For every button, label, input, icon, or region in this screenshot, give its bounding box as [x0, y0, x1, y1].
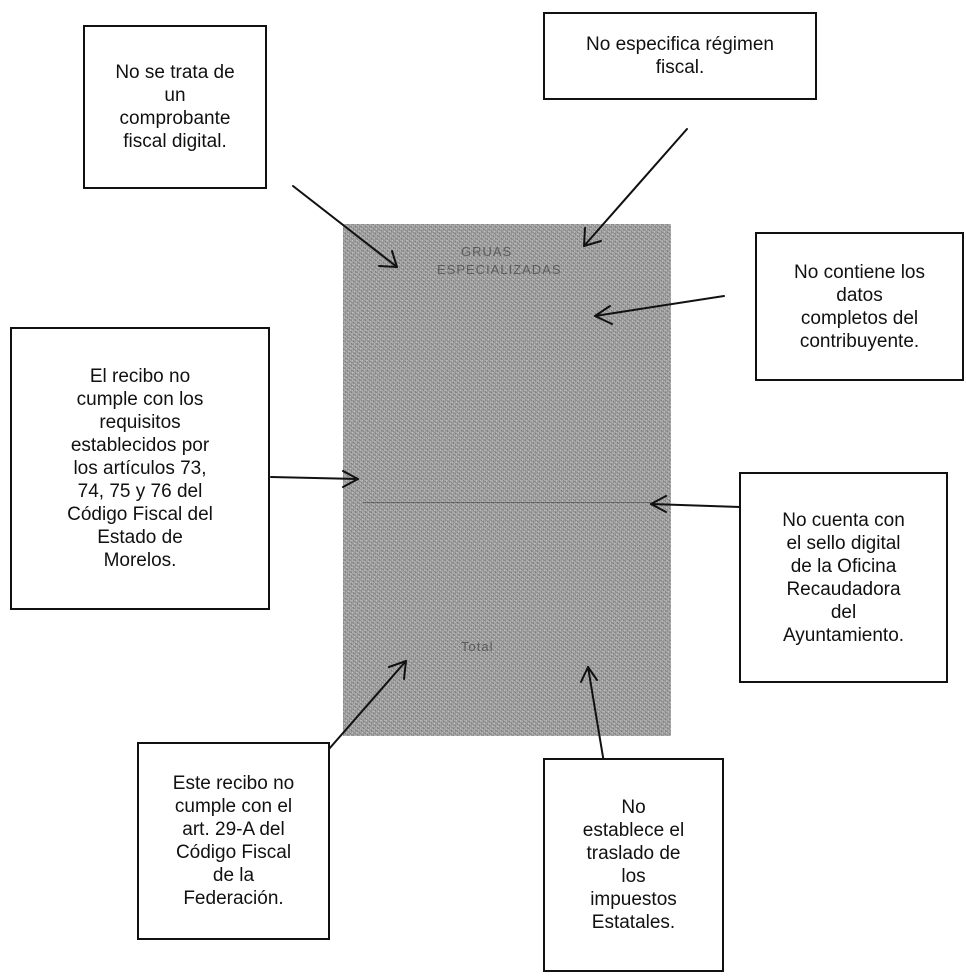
- note-bottom-right: No establece el traslado de los impuesto…: [543, 758, 724, 972]
- arrow-right-lower: [650, 503, 741, 508]
- note-bottom-right-text: No establece el traslado de los impuesto…: [582, 797, 685, 933]
- arrowhead-top-left: [378, 250, 398, 268]
- receipt-image: GRUAS ESPECIALIZADAS Total: [343, 224, 671, 736]
- arrow-right-upper: [594, 295, 725, 317]
- note-top-left-text: No se trata de un comprobante fiscal dig…: [115, 62, 235, 152]
- receipt-header-line-2: ESPECIALIZADAS: [437, 262, 562, 277]
- arrowhead-bottom-right: [580, 666, 598, 683]
- arrowhead-right-lower: [650, 495, 667, 513]
- arrow-bottom-right: [587, 666, 605, 764]
- arrowhead-left: [342, 470, 359, 488]
- receipt-total-label: Total: [461, 639, 494, 654]
- arrowhead-bottom-left: [388, 660, 407, 680]
- note-bottom-left-text: Este recibo no cumple con el art. 29-A d…: [172, 773, 295, 909]
- arrow-top-right: [583, 128, 688, 247]
- note-left: El recibo no cumple con los requisitos e…: [10, 327, 270, 610]
- arrow-left: [270, 476, 359, 480]
- arrowhead-top-right: [583, 227, 602, 247]
- arrow-top-left: [292, 185, 398, 268]
- note-right-upper-text: No contiene los datos completos del cont…: [794, 261, 925, 352]
- note-top-right: No especifica régimen fiscal.: [543, 12, 817, 100]
- note-right-lower: No cuenta con el sello digital de la Ofi…: [739, 472, 948, 683]
- note-top-left: No se trata de un comprobante fiscal dig…: [83, 25, 267, 189]
- note-bottom-left: Este recibo no cumple con el art. 29-A d…: [137, 742, 330, 940]
- note-right-upper: No contiene los datos completos del cont…: [755, 232, 964, 381]
- receipt-divider: [363, 502, 651, 503]
- receipt-header-line-1: GRUAS: [461, 244, 513, 259]
- note-left-text: El recibo no cumple con los requisitos e…: [67, 366, 213, 571]
- arrow-bottom-left: [328, 660, 407, 750]
- note-right-lower-text: No cuenta con el sello digital de la Ofi…: [782, 509, 905, 646]
- note-top-right-text: No especifica régimen fiscal.: [586, 34, 774, 78]
- arrowhead-right-upper: [594, 305, 613, 325]
